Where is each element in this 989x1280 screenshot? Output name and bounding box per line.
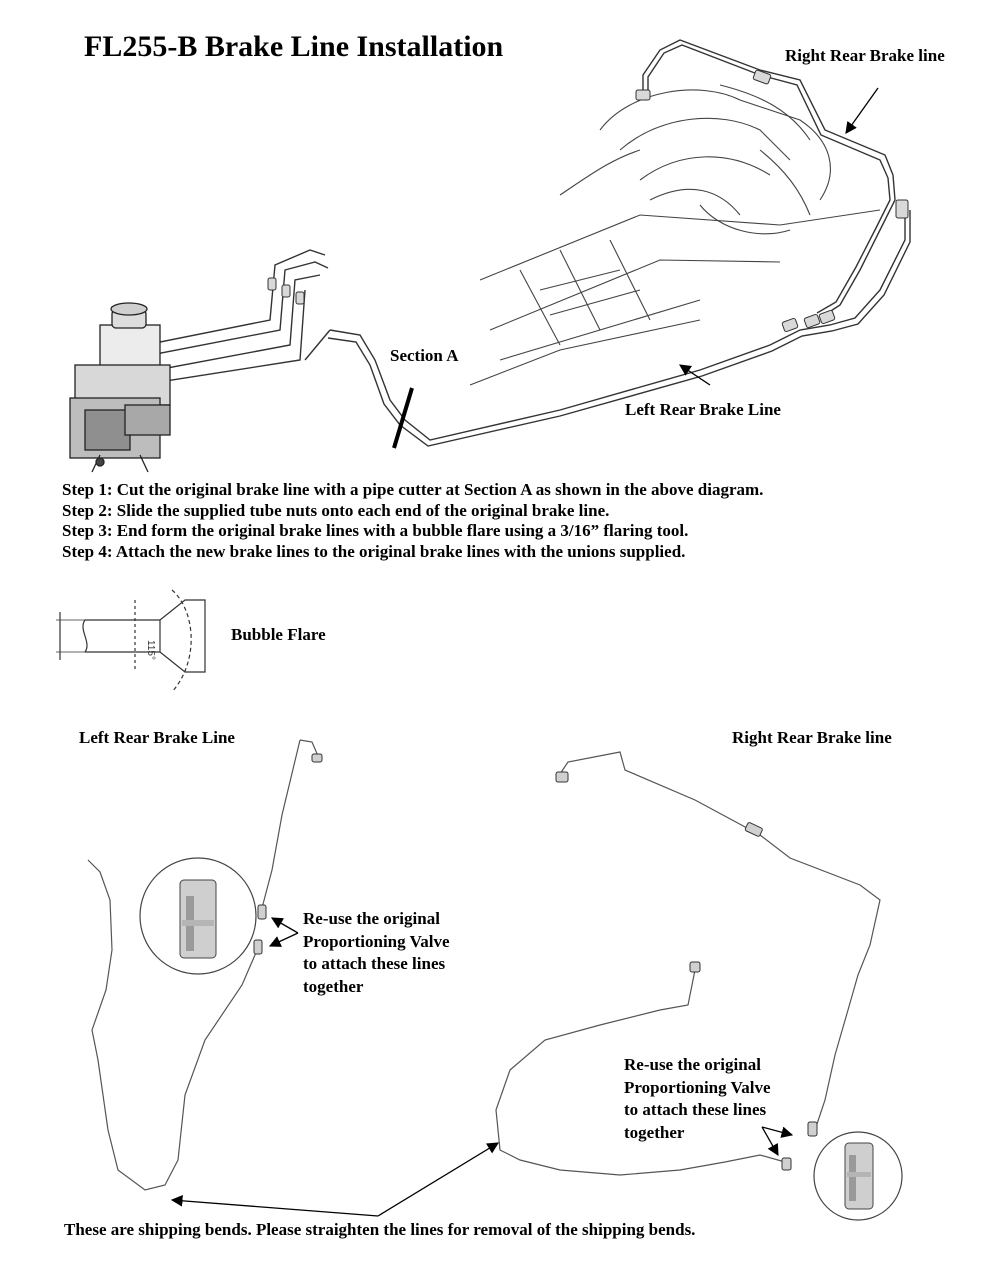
note-right-line-3: to attach these lines [624, 1100, 767, 1119]
label-right-rear-brake-line-top: Right Rear Brake line [785, 46, 945, 65]
note-right-line-2: Proportioning Valve [624, 1077, 771, 1097]
step-2: Step 2: Slide the supplied tube nuts ont… [62, 500, 610, 520]
note-reuse-valve-right: Re-use the original Proportioning Valve … [624, 1054, 771, 1144]
label-section-a: Section A [390, 346, 459, 365]
proportioning-valve-left [139, 857, 257, 975]
note-left-line-4: together [303, 976, 364, 996]
right-note-arrows [761, 1126, 794, 1157]
label-left-rear-brake-line-bottom: Left Rear Brake Line [79, 728, 235, 747]
note-left-line-3: to attach these lines [303, 954, 446, 973]
left-rear-line-fittings [253, 753, 323, 955]
label-bubble-flare: Bubble Flare [231, 625, 326, 644]
note-left-line-1: Re-use the original [303, 909, 440, 928]
right-rear-line-fittings [555, 771, 818, 1171]
note-right-line-1: Re-use the original [624, 1055, 761, 1074]
step-4: Step 4: Attach the new brake lines to th… [62, 541, 686, 561]
left-note-arrows [268, 917, 299, 947]
master-cylinder-abs-unit [69, 302, 171, 473]
page-title: FL255-B Brake Line Installation [84, 30, 504, 63]
bubble-flare-detail [56, 589, 206, 693]
top-brake-lines [119, 39, 911, 447]
installation-steps: Step 1: Cut the original brake line with… [62, 480, 763, 562]
note-right-line-4: together [624, 1122, 685, 1142]
left-rear-line-drawing [87, 739, 319, 1191]
section-a-cut-marker [392, 387, 414, 449]
proportioning-valve-right [813, 1131, 903, 1221]
top-callout-arrows [679, 87, 879, 386]
step-3: Step 3: End form the original brake line… [62, 521, 689, 540]
shipping-bends-arrows [170, 1142, 499, 1217]
right-rear-line-drawing [495, 751, 881, 1176]
top-line-fittings [267, 69, 909, 333]
note-reuse-valve-left: Re-use the original Proportioning Valve … [303, 908, 450, 998]
chassis-floor-pan [469, 84, 881, 386]
note-left-line-2: Proportioning Valve [303, 931, 450, 951]
label-left-rear-brake-line-top: Left Rear Brake Line [625, 400, 781, 419]
flare-angle-label: 115° [145, 640, 156, 660]
shipping-bends-note: These are shipping bends. Please straigh… [64, 1220, 696, 1239]
label-right-rear-brake-line-bottom: Right Rear Brake line [732, 728, 892, 747]
step-1: Step 1: Cut the original brake line with… [62, 480, 764, 499]
